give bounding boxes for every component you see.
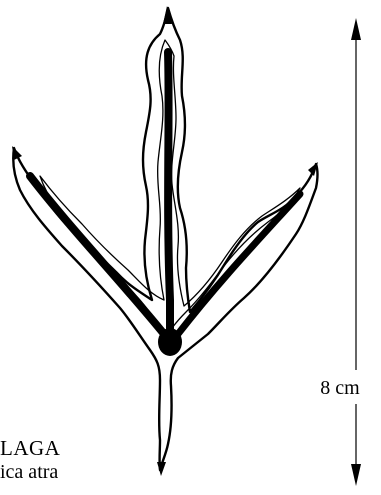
scale-bar-top-arrow-icon <box>351 18 361 40</box>
scale-label: 8 cm <box>320 377 360 399</box>
heel-pad <box>158 328 182 356</box>
right-toe-bone <box>178 194 300 334</box>
species-latin-label: ica atra <box>0 461 58 484</box>
middle-toe-bone <box>168 52 170 336</box>
species-name-label: LAGA <box>0 436 60 461</box>
scale-bar-bottom-arrow-icon <box>351 464 361 486</box>
hind-claw <box>157 462 166 476</box>
